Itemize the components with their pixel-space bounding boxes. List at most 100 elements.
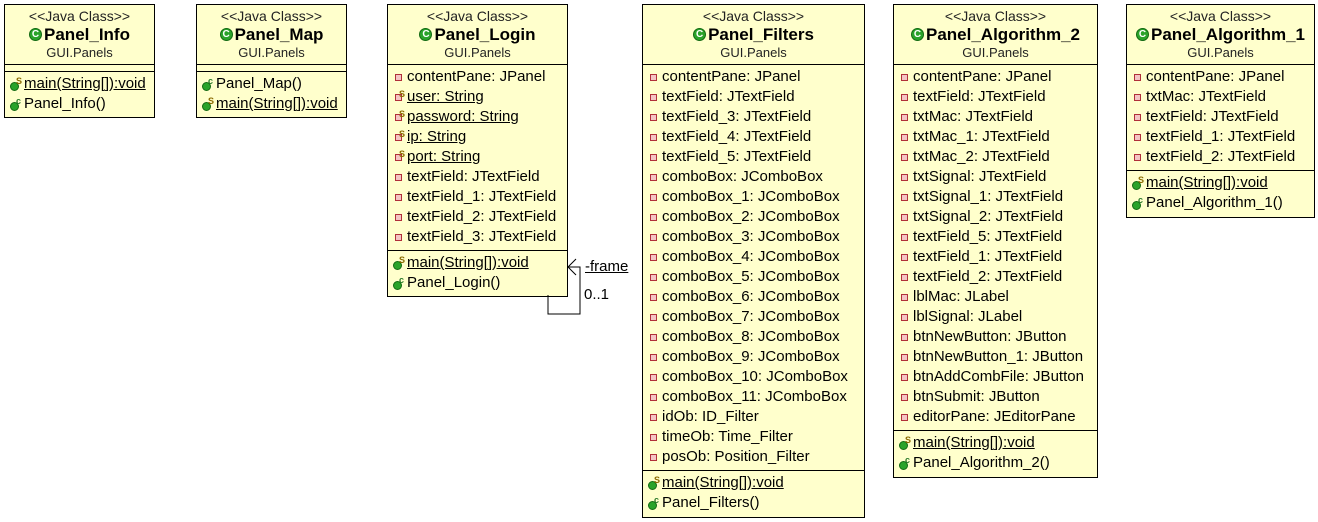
- static-method-icon: S: [392, 255, 406, 270]
- private-field-icon: [898, 290, 912, 304]
- static-field-icon: S: [392, 109, 406, 124]
- field-row: textField_3: JTextField: [392, 227, 567, 247]
- private-field-icon: [392, 190, 406, 204]
- field-row: timeOb: Time_Filter: [647, 427, 864, 447]
- stereotype-label: <<Java Class>>: [220, 8, 323, 24]
- class-panel-login[interactable]: <<Java Class>> Panel_Login GUI.Panels co…: [387, 4, 568, 297]
- field-row: textField_1: JTextField: [1131, 127, 1314, 147]
- private-field-icon: [898, 130, 912, 144]
- private-field-icon: [1131, 150, 1145, 164]
- field-row: contentPane: JPanel: [898, 67, 1097, 87]
- private-field-icon: [898, 270, 912, 284]
- private-field-icon: [647, 70, 661, 84]
- private-field-icon: [392, 210, 406, 224]
- private-field-icon: [1131, 70, 1145, 84]
- private-field-icon: [1131, 130, 1145, 144]
- class-name: Panel_Algorithm_1: [1151, 25, 1305, 44]
- constructor-icon: c: [1131, 195, 1145, 210]
- private-field-icon: [1131, 90, 1145, 104]
- private-field-icon: [1131, 110, 1145, 124]
- field-row: textField_3: JTextField: [647, 107, 864, 127]
- private-field-icon: [898, 170, 912, 184]
- private-field-icon: [647, 310, 661, 324]
- package-label: GUI.Panels: [444, 45, 511, 60]
- constructor-icon: c: [898, 455, 912, 470]
- private-field-icon: [898, 250, 912, 264]
- field-row: comboBox_8: JComboBox: [647, 327, 864, 347]
- stereotype-label: <<Java Class>>: [28, 8, 131, 24]
- package-label: GUI.Panels: [962, 45, 1029, 60]
- private-field-icon: [898, 410, 912, 424]
- private-field-icon: [647, 330, 661, 344]
- self-association-line: [547, 258, 581, 315]
- field-row: textField_2: JTextField: [1131, 147, 1314, 167]
- field-row: comboBox_4: JComboBox: [647, 247, 864, 267]
- field-row: posOb: Position_Filter: [647, 447, 864, 467]
- private-field-icon: [898, 390, 912, 404]
- class-panel-map[interactable]: <<Java Class>> Panel_Map GUI.Panels cPan…: [196, 4, 347, 118]
- static-field-icon: S: [392, 149, 406, 164]
- field-row: comboBox_11: JComboBox: [647, 387, 864, 407]
- private-field-icon: [898, 190, 912, 204]
- field-row: comboBox_5: JComboBox: [647, 267, 864, 287]
- field-row: btnAddCombFile: JButton: [898, 367, 1097, 387]
- field-row: textField: JTextField: [647, 87, 864, 107]
- class-name: Panel_Filters: [708, 25, 814, 44]
- stereotype-label: <<Java Class>>: [426, 8, 529, 24]
- field-row: txtMac_1: JTextField: [898, 127, 1097, 147]
- static-method-icon: S: [1131, 175, 1145, 190]
- static-field-icon: S: [392, 129, 406, 144]
- class-name: Panel_Login: [434, 25, 536, 44]
- private-field-icon: [898, 230, 912, 244]
- field-row: textField: JTextField: [1131, 107, 1314, 127]
- private-field-icon: [647, 210, 661, 224]
- private-field-icon: [898, 330, 912, 344]
- stereotype-label: <<Java Class>>: [702, 8, 805, 24]
- class-panel-algorithm-2[interactable]: <<Java Class>> Panel_Algorithm_2 GUI.Pan…: [893, 4, 1098, 478]
- field-row: textField: JTextField: [898, 87, 1097, 107]
- constructor-icon: c: [9, 96, 23, 111]
- private-field-icon: [647, 170, 661, 184]
- class-icon: [219, 28, 233, 41]
- package-label: GUI.Panels: [720, 45, 787, 60]
- private-field-icon: [392, 230, 406, 244]
- class-name: Panel_Algorithm_2: [926, 25, 1080, 44]
- field-row: txtMac: JTextField: [898, 107, 1097, 127]
- field-row: comboBox_3: JComboBox: [647, 227, 864, 247]
- private-field-icon: [647, 190, 661, 204]
- package-label: GUI.Panels: [46, 45, 113, 60]
- class-panel-algorithm-1[interactable]: <<Java Class>> Panel_Algorithm_1 GUI.Pan…: [1126, 4, 1315, 218]
- field-row: contentPane: JPanel: [647, 67, 864, 87]
- field-row: comboBox_2: JComboBox: [647, 207, 864, 227]
- private-field-icon: [647, 290, 661, 304]
- private-field-icon: [898, 70, 912, 84]
- static-method-icon: S: [898, 435, 912, 450]
- stereotype-label: <<Java Class>>: [944, 8, 1047, 24]
- private-field-icon: [898, 110, 912, 124]
- field-row: editorPane: JEditorPane: [898, 407, 1097, 427]
- package-label: GUI.Panels: [238, 45, 305, 60]
- field-row: btnNewButton_1: JButton: [898, 347, 1097, 367]
- class-name: Panel_Map: [234, 25, 324, 44]
- class-panel-filters[interactable]: <<Java Class>> Panel_Filters GUI.Panels …: [642, 4, 865, 518]
- field-row: txtSignal_2: JTextField: [898, 207, 1097, 227]
- class-panel-info[interactable]: <<Java Class>> Panel_Info GUI.Panels Sma…: [4, 4, 155, 118]
- field-row: textField_1: JTextField: [392, 187, 567, 207]
- field-row: textField_5: JTextField: [898, 227, 1097, 247]
- class-header: <<Java Class>> Panel_Algorithm_2 GUI.Pan…: [894, 5, 1097, 65]
- private-field-icon: [647, 230, 661, 244]
- class-header: <<Java Class>> Panel_Algorithm_1 GUI.Pan…: [1127, 5, 1314, 65]
